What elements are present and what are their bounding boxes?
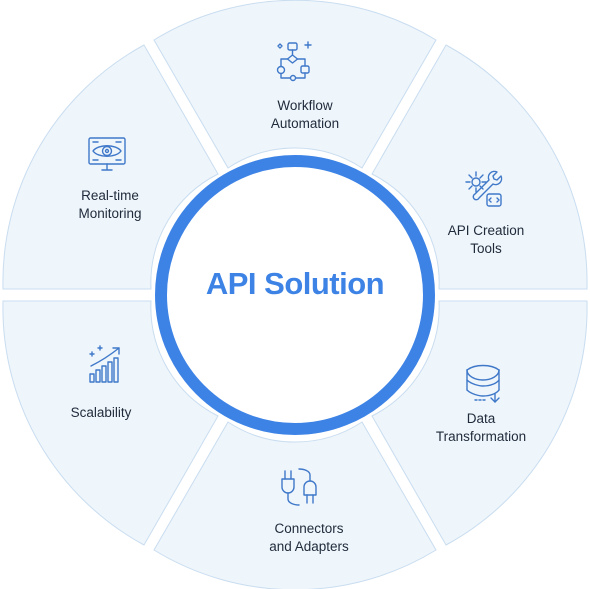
label-monitoring-line-1: Real-time <box>81 188 139 203</box>
label-connectors-line-1: Connectors <box>274 521 344 536</box>
label-monitoring-line-2: Monitoring <box>78 206 142 221</box>
data-transformation-icon <box>466 364 500 403</box>
workflow-icon <box>276 41 312 82</box>
connectors-icon <box>281 468 317 506</box>
scalability-icon <box>89 345 120 383</box>
label-monitoring: Real-time Monitoring <box>40 187 180 223</box>
center-disk <box>167 167 423 423</box>
label-workflow: Workflow Automation <box>235 97 375 133</box>
segment-connectors <box>153 421 437 589</box>
label-data-transformation-line-1: Data <box>466 411 496 426</box>
label-workflow-line-2: Automation <box>270 116 340 131</box>
label-scalability-line-1: Scalability <box>70 405 132 420</box>
segment-workflow <box>153 0 437 169</box>
segment-scalability <box>2 300 219 546</box>
label-data-transformation: Data Transformation <box>411 410 551 446</box>
label-connectors-line-2: and Adapters <box>269 539 349 554</box>
label-workflow-line-1: Workflow <box>277 98 333 113</box>
segment-api-creation <box>371 44 588 290</box>
label-scalability: Scalability <box>31 404 171 422</box>
label-data-transformation-line-2: Transformation <box>435 429 527 444</box>
label-connectors: Connectors and Adapters <box>239 520 379 556</box>
segment-data-transformation <box>371 300 588 546</box>
center-title: API Solution <box>205 266 385 301</box>
label-api-creation-line-1: API Creation <box>447 223 525 238</box>
segment-monitoring <box>2 44 219 290</box>
label-api-creation: API Creation Tools <box>416 222 556 258</box>
monitoring-icon <box>88 137 126 171</box>
api-tools-icon <box>465 170 503 207</box>
center-ring <box>155 155 435 435</box>
label-api-creation-line-2: Tools <box>470 241 502 256</box>
